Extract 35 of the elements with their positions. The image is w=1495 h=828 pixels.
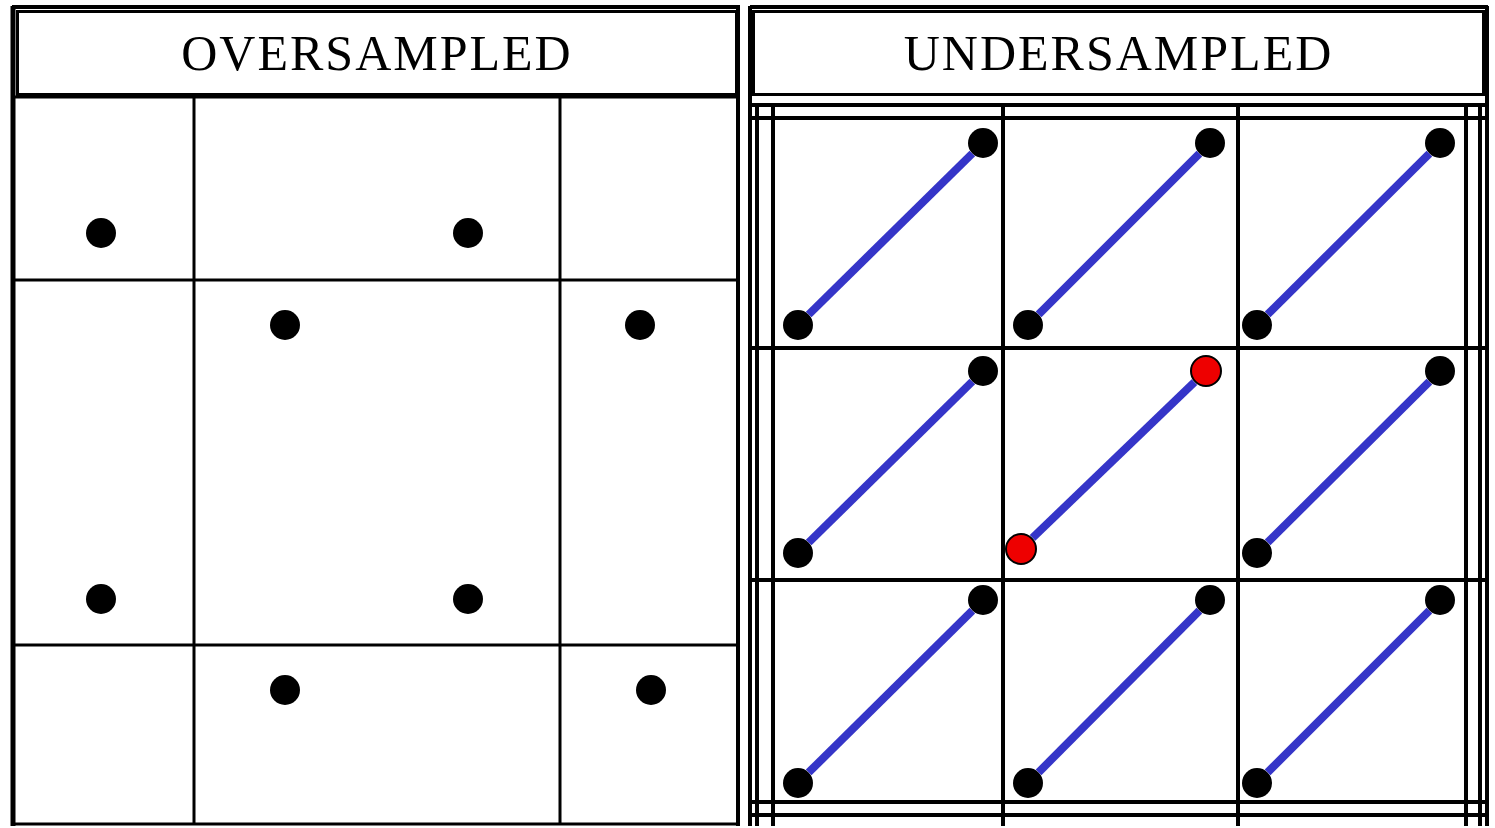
sample-dot [86, 584, 116, 614]
panel-title-box [16, 10, 738, 96]
sample-dot [1242, 768, 1272, 798]
sample-dot [1425, 128, 1455, 158]
sample-dot [1195, 128, 1225, 158]
connector-line [1029, 379, 1198, 541]
sample-dot [1013, 768, 1043, 798]
connector-line [1264, 150, 1433, 318]
sample-dot [1425, 356, 1455, 386]
panel-title: OVERSAMPLED [181, 24, 573, 82]
sample-dot [270, 675, 300, 705]
connector-line [1264, 607, 1433, 776]
highlighted-sample-dot [1190, 355, 1222, 387]
sample-dot [625, 310, 655, 340]
sample-dot [783, 310, 813, 340]
sample-dot [783, 538, 813, 568]
sample-dot [1242, 310, 1272, 340]
sample-dot [453, 218, 483, 248]
panel-title-box [752, 10, 1485, 96]
sample-dot [1242, 538, 1272, 568]
sample-dot [968, 128, 998, 158]
sample-dot [453, 584, 483, 614]
sample-dot [1195, 585, 1225, 615]
sample-dot [1425, 585, 1455, 615]
sample-dot [1013, 310, 1043, 340]
sample-dot [968, 585, 998, 615]
sample-dot [968, 356, 998, 386]
sample-dot [270, 310, 300, 340]
sample-dot [783, 768, 813, 798]
highlighted-sample-dot [1005, 533, 1037, 565]
connector-line [805, 607, 976, 776]
panel-title: UNDERSAMPLED [903, 24, 1334, 82]
sample-dot [86, 218, 116, 248]
connector-line [1035, 607, 1203, 776]
sample-dot [636, 675, 666, 705]
